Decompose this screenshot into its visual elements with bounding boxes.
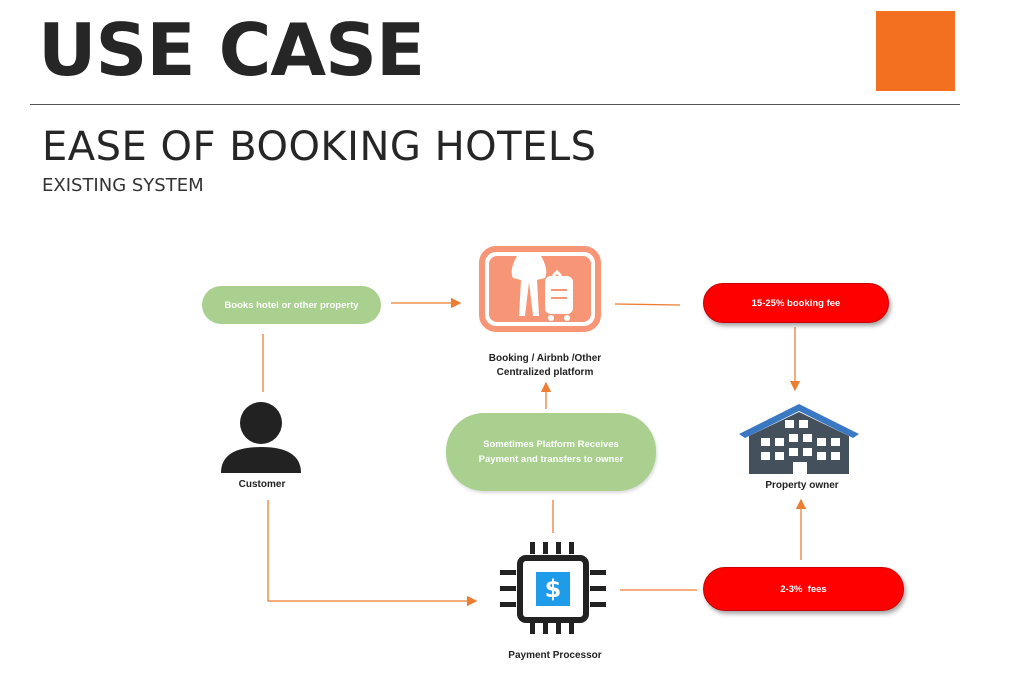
- platform-label: Booking / Airbnb /Other Centralized plat…: [470, 352, 620, 380]
- sometimes-label-line2: Payment and transfers to owner: [478, 454, 624, 465]
- platform-label-line1: Booking / Airbnb /Other: [488, 353, 602, 364]
- payment-chip-icon: [498, 540, 610, 641]
- dollar-symbol: $: [544, 575, 562, 603]
- traveler-luggage-icon: [479, 246, 601, 337]
- line-platform-to-fee: [614, 303, 681, 306]
- building-icon: [737, 402, 861, 481]
- customer-label: Customer: [238, 479, 286, 490]
- processor-fee-node: 2-3% fees: [703, 567, 904, 611]
- page-title: USE CASE: [38, 8, 425, 92]
- property-owner-label: Property owner: [765, 480, 839, 491]
- processor-fee-label: 2-3% fees: [780, 583, 827, 595]
- arrow-customer-to-processor: [267, 500, 478, 607]
- slide-subheading: EXISTING SYSTEM: [42, 175, 204, 196]
- title-divider: [30, 104, 960, 105]
- sometimes-platform-node: Sometimes Platform Receives Payment and …: [446, 413, 656, 491]
- person-icon: [219, 401, 303, 480]
- accent-square: [876, 11, 955, 91]
- payment-processor-label: Payment Processor: [508, 650, 602, 661]
- books-hotel-node: Books hotel or other property: [202, 286, 381, 324]
- books-hotel-label: Books hotel or other property: [224, 299, 359, 311]
- sometimes-label-line1: Sometimes Platform Receives: [483, 439, 619, 450]
- slide-subtitle: EASE OF BOOKING HOTELS: [42, 124, 597, 170]
- platform-label-line2: Centralized platform: [496, 367, 594, 378]
- booking-fee-label: 15-25% booking fee: [751, 297, 841, 309]
- booking-fee-node: 15-25% booking fee: [703, 283, 889, 323]
